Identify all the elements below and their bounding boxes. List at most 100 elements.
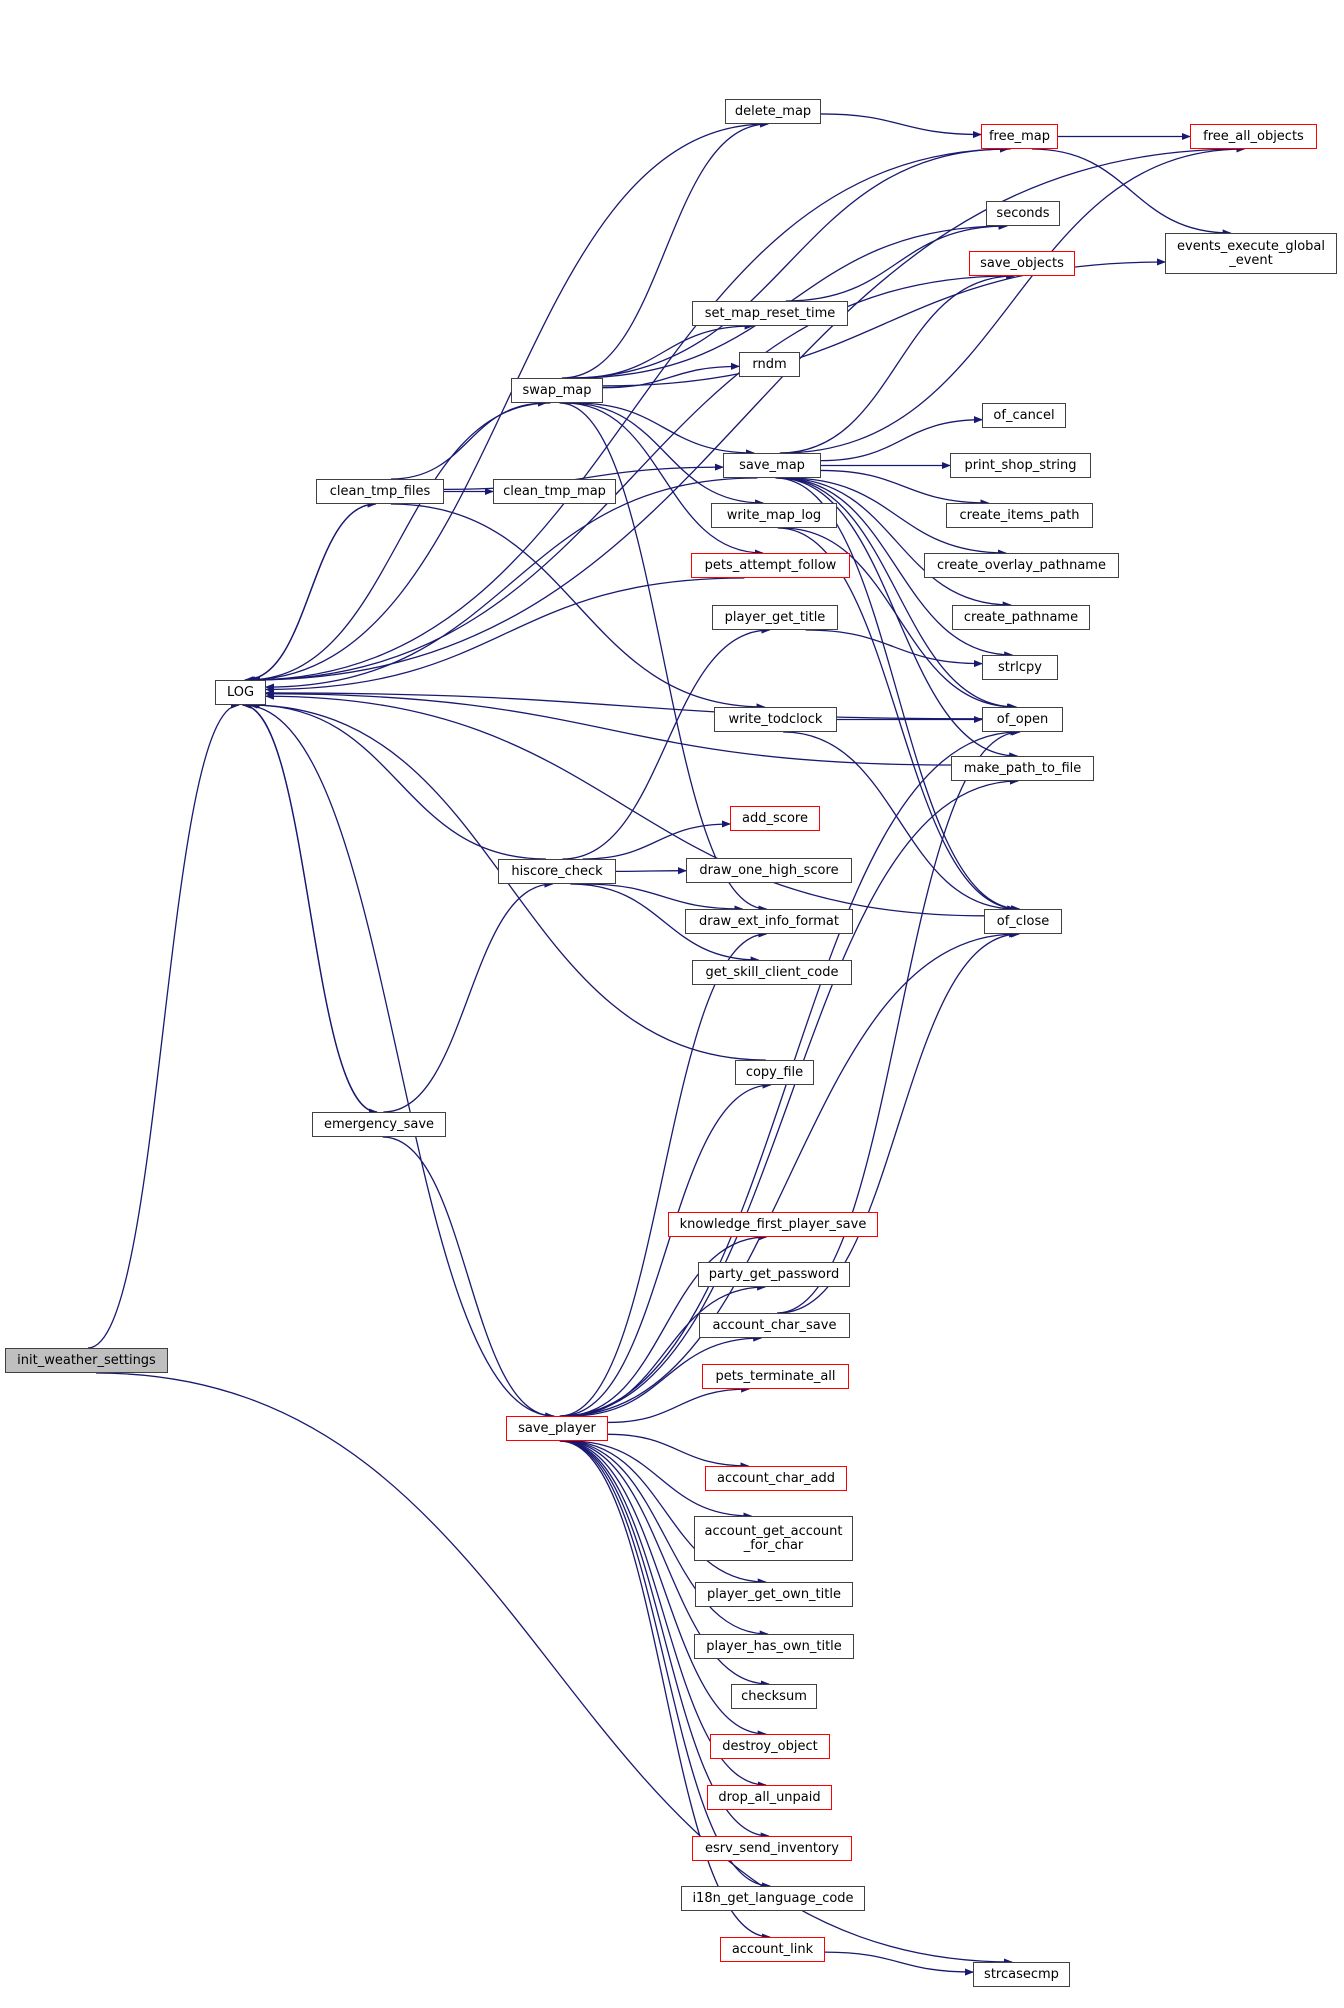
node-of-close[interactable]: of_close	[984, 909, 1062, 934]
node-swap-map[interactable]: swap_map	[511, 378, 603, 403]
edges-layer	[87, 113, 1246, 1976]
edge-save-player-to-make-path-to-file	[561, 777, 1019, 1417]
node-save-objects[interactable]: save_objects	[969, 251, 1075, 276]
node-save-player[interactable]: save_player	[506, 1416, 608, 1441]
node-knowledge-first-player-save[interactable]: knowledge_first_player_save	[668, 1212, 878, 1237]
node-log[interactable]: LOG	[215, 680, 266, 705]
edge-free-map-to-log	[248, 148, 1011, 684]
edge-account-char-save-to-of-close	[778, 930, 1021, 1314]
edge-hiscore-check-to-get-skill-client-code	[570, 883, 760, 964]
edge-save-player-to-i18n-get-language-code	[559, 1440, 772, 1890]
node-draw-one-high-score[interactable]: draw_one_high_score	[686, 858, 852, 883]
edge-save-player-to-copy-file	[560, 1081, 772, 1417]
node-clean-tmp-files[interactable]: clean_tmp_files	[316, 479, 444, 504]
edge-save-map-to-create-pathname	[782, 477, 1012, 609]
edge-log-to-clean-tmp-files	[244, 500, 377, 681]
edge-save-player-to-player-has-own-title	[563, 1440, 769, 1638]
edge-swap-map-to-pets-attempt-follow	[564, 402, 764, 557]
node-strlcpy[interactable]: strlcpy	[982, 655, 1058, 680]
edge-save-map-to-save-objects	[779, 272, 1016, 454]
node-copy-file[interactable]: copy_file	[735, 1060, 814, 1085]
edge-of-close-to-log	[265, 692, 985, 917]
edge-save-map-to-create-overlay-pathname	[787, 477, 1007, 557]
node-rndm[interactable]: rndm	[739, 352, 800, 377]
node-write-todclock[interactable]: write_todclock	[714, 707, 837, 732]
node-init-weather-settings[interactable]: init_weather_settings	[5, 1348, 168, 1373]
node-of-open[interactable]: of_open	[982, 707, 1063, 732]
node-print-shop-string[interactable]: print_shop_string	[950, 453, 1091, 478]
edge-of-open-to-log	[265, 689, 983, 720]
node-add-score[interactable]: add_score	[730, 806, 820, 831]
node-esrv-send-inventory[interactable]: esrv_send_inventory	[692, 1836, 852, 1861]
edge-save-player-to-checksum	[562, 1440, 770, 1688]
node-checksum[interactable]: checksum	[731, 1684, 817, 1709]
node-make-path-to-file[interactable]: make_path_to_file	[951, 756, 1094, 781]
node-free-all-objects[interactable]: free_all_objects	[1190, 124, 1317, 149]
node-draw-ext-info-format[interactable]: draw_ext_info_format	[685, 909, 853, 934]
edge-swap-map-to-free-map	[568, 145, 1010, 379]
node-player-has-own-title[interactable]: player_has_own_title	[694, 1634, 854, 1659]
edge-hiscore-check-to-player-get-title	[562, 626, 771, 860]
node-create-items-path[interactable]: create_items_path	[946, 503, 1093, 528]
edge-init-weather-settings-to-log	[87, 701, 240, 1349]
node-i18n-get-language-code[interactable]: i18n_get_language_code	[681, 1886, 865, 1911]
node-write-map-log[interactable]: write_map_log	[711, 503, 837, 528]
edge-emergency-save-to-log	[241, 701, 377, 1113]
node-player-get-own-title[interactable]: player_get_own_title	[695, 1582, 853, 1607]
node-set-map-reset-time[interactable]: set_map_reset_time	[692, 301, 848, 326]
edge-hiscore-check-to-draw-one-high-score	[615, 867, 687, 875]
edge-save-objects-to-log	[250, 275, 1011, 684]
node-delete-map[interactable]: delete_map	[725, 99, 821, 124]
node-create-overlay-pathname[interactable]: create_overlay_pathname	[924, 553, 1119, 578]
edge-clean-tmp-files-to-swap-map	[390, 399, 547, 480]
node-emergency-save[interactable]: emergency_save	[312, 1112, 446, 1137]
edge-save-player-to-player-get-own-title	[565, 1440, 767, 1586]
edge-swap-map-to-save-map	[574, 402, 755, 457]
node-account-link[interactable]: account_link	[720, 1937, 825, 1962]
node-party-get-password[interactable]: party_get_password	[698, 1262, 850, 1287]
node-destroy-object[interactable]: destroy_object	[710, 1734, 830, 1759]
node-player-get-title[interactable]: player_get_title	[712, 605, 838, 630]
edge-save-player-to-knowledge-first-player-save	[563, 1233, 768, 1417]
node-free-map[interactable]: free_map	[981, 124, 1058, 149]
node-account-char-add[interactable]: account_char_add	[705, 1466, 847, 1491]
node-seconds[interactable]: seconds	[986, 201, 1060, 226]
edge-save-player-to-account-char-save	[570, 1334, 763, 1417]
edge-set-map-reset-time-to-seconds	[785, 222, 1009, 302]
edge-hiscore-check-to-add-score	[582, 820, 731, 860]
edge-hiscore-check-to-draw-ext-info-format	[583, 883, 744, 913]
edge-swap-map-to-set-map-reset-time	[574, 322, 754, 379]
node-drop-all-unpaid[interactable]: drop_all_unpaid	[707, 1785, 832, 1810]
node-events-execute-global-event[interactable]: events_execute_global _event	[1165, 233, 1337, 274]
node-hiscore-check[interactable]: hiscore_check	[498, 859, 616, 884]
edge-save-map-to-free-all-objects	[781, 145, 1246, 454]
edge-free-map-to-events-execute-global-event	[1031, 148, 1232, 237]
edge-delete-map-to-free-map	[820, 113, 982, 139]
edge-save-player-to-esrv-send-inventory	[560, 1440, 770, 1840]
edge-clean-tmp-files-to-write-todclock	[390, 503, 766, 711]
node-pets-terminate-all[interactable]: pets_terminate_all	[702, 1364, 849, 1389]
edge-emergency-save-to-hiscore-check	[383, 880, 554, 1113]
edge-save-map-to-create-items-path	[820, 469, 990, 507]
node-get-skill-client-code[interactable]: get_skill_client_code	[692, 960, 852, 985]
edge-save-player-to-account-get-account-for-char	[569, 1440, 753, 1520]
edge-swap-map-to-delete-map	[561, 120, 770, 379]
node-account-char-save[interactable]: account_char_save	[699, 1313, 850, 1338]
edge-swap-map-to-rndm	[602, 362, 740, 389]
node-strcasecmp[interactable]: strcasecmp	[973, 1962, 1070, 1987]
node-pets-attempt-follow[interactable]: pets_attempt_follow	[691, 553, 850, 578]
edge-write-todclock-to-of-close	[783, 731, 1017, 913]
edge-save-player-to-of-close	[562, 930, 1019, 1417]
node-clean-tmp-map[interactable]: clean_tmp_map	[493, 479, 616, 504]
edge-save-map-to-log	[265, 477, 758, 691]
edge-delete-map-to-log	[245, 123, 768, 684]
edge-account-link-to-strcasecmp	[824, 1951, 974, 1976]
node-save-map[interactable]: save_map	[723, 453, 821, 478]
edge-emergency-save-to-save-player	[382, 1136, 555, 1420]
edge-pets-attempt-follow-to-log	[265, 577, 745, 694]
node-create-pathname[interactable]: create_pathname	[952, 605, 1090, 630]
node-account-get-account-for-char[interactable]: account_get_account _for_char	[694, 1516, 853, 1561]
node-of-cancel[interactable]: of_cancel	[982, 403, 1066, 428]
edge-save-map-to-of-cancel	[820, 416, 983, 462]
